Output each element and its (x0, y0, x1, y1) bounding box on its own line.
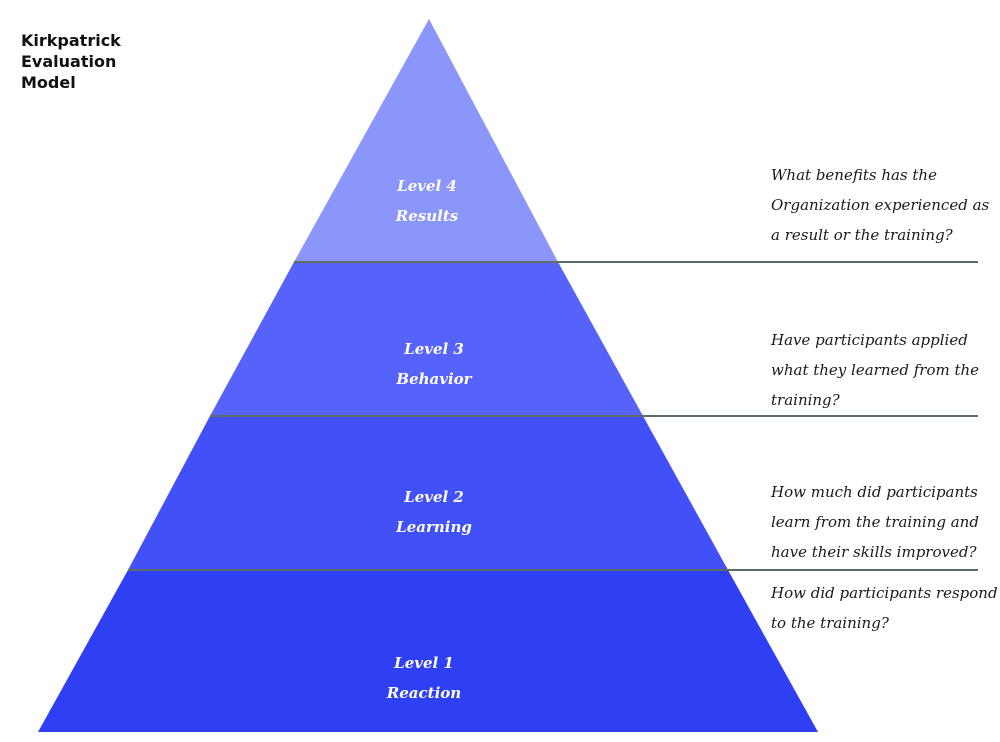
level-number: Level 2 (404, 488, 464, 506)
level-1-question: How did participants respond to the trai… (771, 578, 998, 638)
question-line: Have participants applied (771, 331, 968, 349)
question-line: How much did participants (771, 483, 978, 501)
question-line: learn from the training and (771, 513, 979, 531)
level-name: Results (395, 207, 459, 225)
level-1-label: Level 1 Reaction (354, 648, 494, 708)
question-line: Organization experienced as (771, 196, 990, 214)
pyramid-tier-level-4 (294, 19, 558, 262)
question-line: What benefits has the (771, 166, 937, 184)
level-3-label: Level 3 Behavior (364, 334, 504, 394)
level-name: Reaction (386, 684, 462, 702)
level-number: Level 4 (397, 177, 457, 195)
level-4-label: Level 4 Results (357, 171, 497, 231)
level-name: Behavior (396, 370, 472, 388)
level-2-question: How much did participants learn from the… (771, 477, 996, 567)
level-2-label: Level 2 Learning (364, 482, 504, 542)
title-line: Model (21, 73, 76, 92)
title-line: Kirkpatrick (21, 31, 121, 50)
pyramid-tier-level-1 (38, 570, 818, 732)
question-line: what they learned from the (771, 361, 980, 379)
question-line: to the training? (771, 614, 889, 632)
question-line: have their skills improved? (771, 543, 977, 561)
level-4-question: What benefits has the Organization exper… (771, 160, 996, 250)
question-line: a result or the training? (771, 226, 953, 244)
diagram-title: Kirkpatrick Evaluation Model (21, 30, 121, 93)
question-line: training? (771, 391, 840, 409)
level-3-question: Have participants applied what they lear… (771, 325, 996, 415)
level-number: Level 1 (394, 654, 454, 672)
question-line: How did participants respond (771, 584, 998, 602)
level-name: Learning (396, 518, 472, 536)
pyramid-tier-level-2 (128, 416, 728, 570)
level-number: Level 3 (404, 340, 464, 358)
title-line: Evaluation (21, 52, 117, 71)
pyramid-tier-level-3 (210, 262, 643, 416)
